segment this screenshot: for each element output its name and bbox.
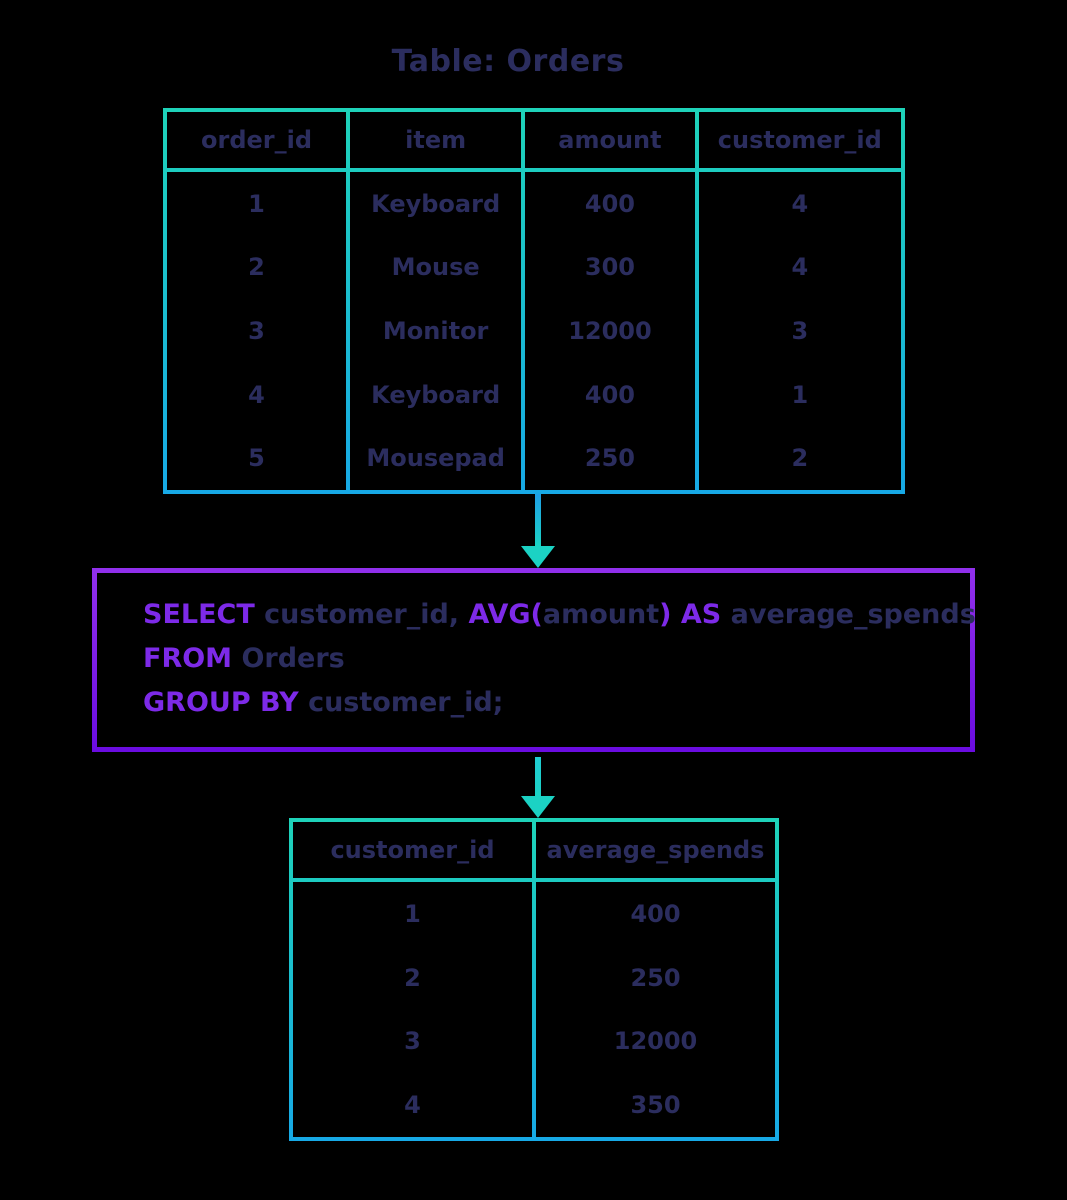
down-arrow-head-icon <box>521 546 555 568</box>
sql-line-from: FROM Orders <box>143 637 950 681</box>
result-header-customer-id: customer_id <box>293 822 532 878</box>
orders-column-amount: 400 300 12000 400 250 <box>525 172 695 490</box>
table-cell: 12000 <box>568 316 652 345</box>
sql-keyword: ) AS <box>659 599 722 630</box>
table-cell: 2 <box>404 963 421 992</box>
table-cell: Keyboard <box>371 189 501 218</box>
table-cell: 5 <box>248 444 265 473</box>
result-column-customer-id: 1 2 3 4 <box>293 882 532 1137</box>
sql-identifier: amount <box>542 599 660 630</box>
orders-header-item: item <box>350 112 522 168</box>
table-cell: 4 <box>404 1091 421 1120</box>
sql-identifier: customer_id; <box>298 687 504 718</box>
down-arrow-head-icon <box>521 796 555 818</box>
table-cell: 4 <box>791 253 809 282</box>
table-cell: 2 <box>791 444 809 473</box>
table-cell: 12000 <box>613 1027 698 1056</box>
orders-header-customer-id: customer_id <box>698 112 901 168</box>
sql-identifier: average_spends <box>721 599 976 630</box>
table-cell: 4 <box>791 189 809 218</box>
table-cell: 3 <box>248 316 265 345</box>
down-arrow-icon <box>535 494 541 546</box>
orders-column-customer-id: 4 4 3 1 2 <box>698 172 901 490</box>
table-cell: 1 <box>791 380 809 409</box>
table-cell: 400 <box>584 189 635 218</box>
sql-keyword: SELECT <box>143 599 255 630</box>
result-column-average-spends: 400 250 12000 350 <box>536 882 775 1137</box>
orders-header-amount: amount <box>525 112 695 168</box>
table-cell: Keyboard <box>371 380 501 409</box>
sql-keyword: AVG( <box>468 599 543 630</box>
orders-column-order-id: 1 2 3 4 5 <box>167 172 347 490</box>
orders-column-item: Keyboard Mouse Monitor Keyboard Mousepad <box>350 172 522 490</box>
table-cell: 350 <box>630 1091 681 1120</box>
orders-table-title: Table: Orders <box>391 44 625 79</box>
table-cell: Mouse <box>391 253 480 282</box>
sql-line-select: SELECT customer_id, AVG(amount) AS avera… <box>143 593 976 637</box>
result-table: customer_id average_spends 1 2 3 4 400 2… <box>289 818 779 1141</box>
table-cell: 1 <box>248 189 265 218</box>
sql-query-box: SELECT customer_id, AVG(amount) AS avera… <box>92 568 976 752</box>
table-cell: 400 <box>584 380 635 409</box>
table-cell: Monitor <box>382 316 489 345</box>
table-cell: 250 <box>584 444 635 473</box>
table-cell: 1 <box>404 899 421 928</box>
table-cell: 400 <box>630 899 681 928</box>
table-cell: 3 <box>791 316 809 345</box>
sql-line-group-by: GROUP BY customer_id; <box>143 681 950 725</box>
table-cell: 2 <box>248 253 265 282</box>
table-cell: 4 <box>248 380 265 409</box>
table-cell: Mousepad <box>366 444 505 473</box>
table-cell: 300 <box>584 253 635 282</box>
sql-query-inner: SELECT customer_id, AVG(amount) AS avera… <box>97 573 976 747</box>
orders-table: order_id item amount customer_id 1 2 3 4… <box>163 108 905 494</box>
sql-identifier: Orders <box>232 643 345 674</box>
result-header-average-spends: average_spends <box>536 822 775 878</box>
sql-keyword: GROUP BY <box>143 687 299 718</box>
down-arrow-icon <box>535 757 541 798</box>
table-cell: 3 <box>404 1027 421 1056</box>
table-cell: 250 <box>630 963 681 992</box>
sql-identifier: customer_id, <box>254 599 469 630</box>
orders-header-order-id: order_id <box>167 112 347 168</box>
sql-keyword: FROM <box>143 643 233 674</box>
